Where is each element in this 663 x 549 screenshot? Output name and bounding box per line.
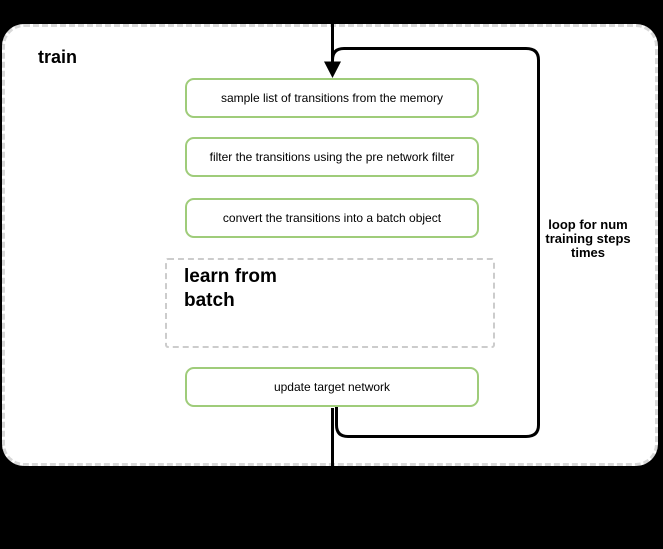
step-label: update target network — [273, 380, 391, 394]
container-title: train — [38, 47, 78, 67]
subprocess-label-line1: learn from — [184, 266, 277, 287]
loop-annotation-line1: loop for num — [548, 217, 628, 232]
step-label: filter the transitions using the pre net… — [209, 150, 455, 164]
loop-annotation-line2: training steps — [545, 231, 631, 246]
step-box-update-target-network: update target network — [185, 367, 479, 407]
subprocess-label-line2: batch — [184, 289, 235, 311]
step-box-convert-batch: convert the transitions into a batch obj… — [185, 198, 479, 238]
subprocess-box-learn-from-batch: learn from batch — [165, 258, 495, 348]
step-label: sample list of transitions from the memo… — [220, 91, 444, 105]
loop-annotation-line3: times — [571, 245, 605, 260]
step-box-sample-transitions: sample list of transitions from the memo… — [185, 78, 479, 118]
subprocess-label: learn from batch — [184, 265, 277, 313]
loop-annotation: loop for num training steps times — [540, 218, 636, 260]
step-label: convert the transitions into a batch obj… — [222, 211, 442, 225]
step-box-filter-transitions: filter the transitions using the pre net… — [185, 137, 479, 177]
